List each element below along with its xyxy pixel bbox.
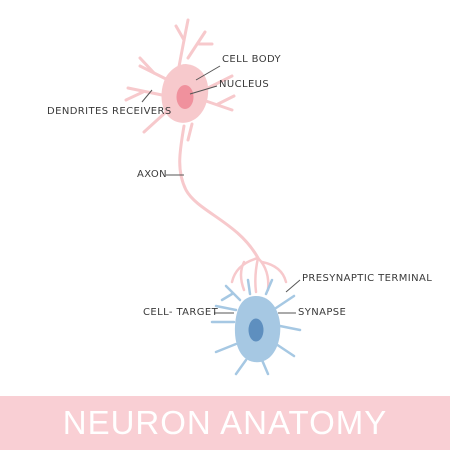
title-banner: NEURON ANATOMY <box>0 396 450 450</box>
banner-title: NEURON ANATOMY <box>62 404 388 441</box>
nucleus-label: NUCLEUS <box>219 79 270 90</box>
axon-label: AXON <box>137 169 168 180</box>
presynaptic-terminal-label: PRESYNAPTIC TERMINAL <box>302 273 433 284</box>
presynaptic-terminals <box>230 256 288 294</box>
synapse-label: SYNAPSE <box>298 307 347 318</box>
target-dendrites <box>210 278 302 376</box>
cell-target-label: CELL- TARGET <box>143 307 219 318</box>
nucleus <box>176 85 194 109</box>
target-nucleus <box>248 318 264 342</box>
leader-lines <box>141 65 301 314</box>
dendrites-label: DENDRITES RECEIVERS <box>47 106 172 117</box>
cell-body-label: CELL BODY <box>222 54 282 65</box>
axon <box>178 124 260 260</box>
dendrites <box>124 18 236 142</box>
